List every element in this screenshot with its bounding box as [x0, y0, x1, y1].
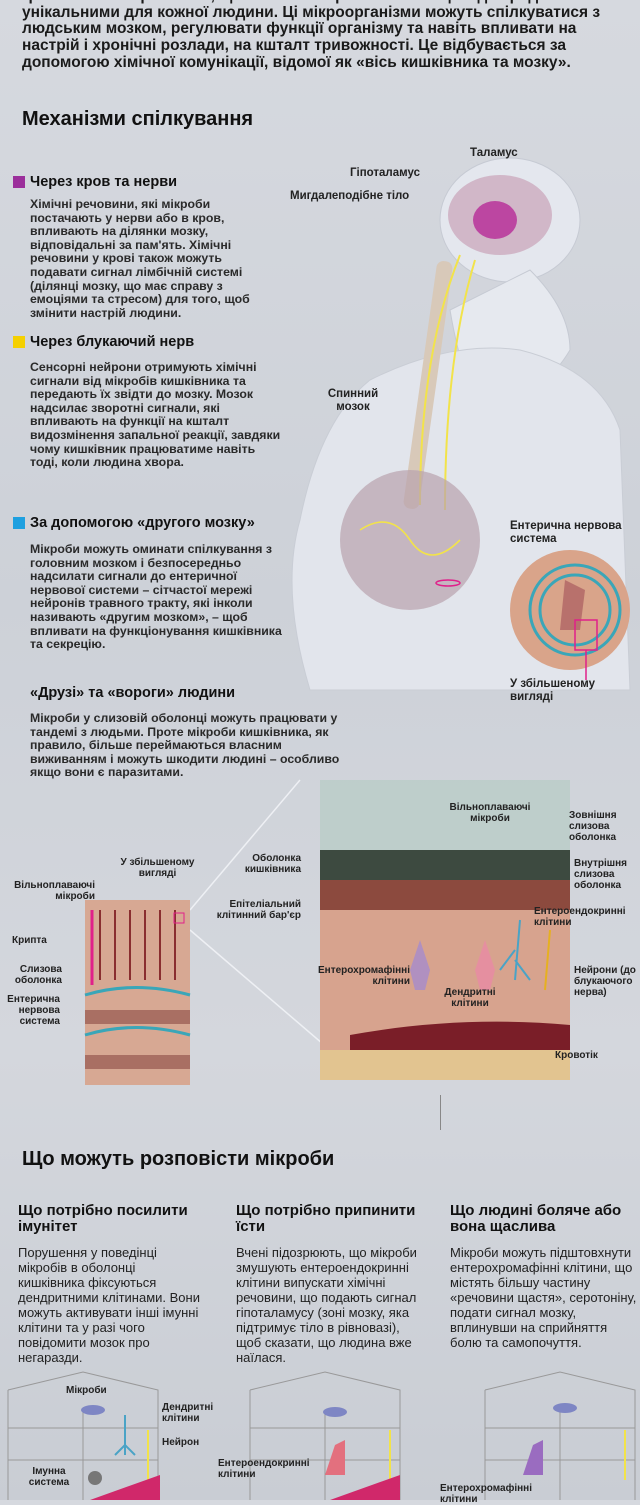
- gut-tissue-illustration: [84, 779, 570, 1085]
- mini-label-neuron: Нейрон: [162, 1437, 200, 1448]
- friends-text: Мікроби у слизовій оболонці можуть працю…: [30, 711, 340, 780]
- mechanism-3-title: За допомогою «другого мозку»: [30, 515, 255, 531]
- column-3-text: Мікроби можуть підштовхнути ентерохромаф…: [450, 1245, 637, 1350]
- intro-paragraph: грибків та найпростіших, що починають ро…: [22, 0, 619, 71]
- big-label-enterochromaffin: Ентерохромафінні клітини: [318, 965, 410, 987]
- blue-marker-icon: [13, 517, 25, 529]
- big-label-blood: Кровотік: [555, 1050, 598, 1061]
- human-body-illustration: [291, 157, 631, 691]
- mini-label-enterochromaffin: Ентерохромафінні клітини: [440, 1483, 532, 1505]
- mechanism-2-title: Через блукаючий нерв: [30, 334, 195, 350]
- mechanism-3-text: Мікроби можуть оминати спілкування з гол…: [30, 542, 282, 652]
- yellow-marker-icon: [13, 336, 25, 348]
- mini-label-microbes: Мікроби: [66, 1385, 107, 1396]
- small-label-free-microbes: Вільноплаваючі мікроби: [14, 880, 95, 902]
- label-spinal-cord: Спинний мозок: [327, 388, 379, 413]
- mini-label-enteroendocrine: Ентероендокринні клітини: [218, 1458, 310, 1480]
- big-label-free-microbes: Вільноплаваючі мікроби: [449, 802, 531, 824]
- friends-title: «Друзі» та «вороги» людини: [30, 685, 236, 701]
- big-label-gut-lining: Оболонка кишківника: [244, 853, 301, 875]
- small-label-zoomed: У збільшеному вигляді: [120, 857, 195, 879]
- small-label-enteric: Ентерична нервова система: [7, 994, 60, 1027]
- big-label-enteroendocrine: Ентероендокринні клітини: [534, 906, 626, 928]
- mechanism-2-text: Сенсорні нейрони отримують хімічні сигна…: [30, 360, 281, 470]
- column-1-text: Порушення у поведінці мікробів в оболонц…: [18, 1245, 200, 1365]
- section-title-mechanisms: Механізми спілкування: [22, 108, 254, 130]
- section-title-tell: Що можуть розповісти мікроби: [22, 1148, 335, 1170]
- mini-label-dendritic: Дендритні клітини: [162, 1402, 214, 1424]
- column-1-title: Що потрібно посилити імунітет: [18, 1202, 188, 1235]
- small-label-mucosa: Слизова оболонка: [14, 964, 62, 986]
- column-2-title: Що потрібно припинити їсти: [236, 1202, 416, 1235]
- big-label-outer-mucus: Зовнішня слизова оболонка: [569, 810, 617, 843]
- big-label-inner-mucus: Внутрішня слизова оболонка: [574, 858, 627, 891]
- label-thalamus: Таламус: [470, 147, 518, 159]
- mechanism-1-title: Через кров та нерви: [30, 174, 178, 190]
- mini-label-immune: Імунна система: [28, 1466, 70, 1488]
- label-hypothalamus: Гіпоталамус: [350, 167, 420, 179]
- mechanism-1-text: Хімічні речовини, які мікроби постачають…: [30, 197, 250, 320]
- big-label-epithelial: Епітеліальний клітинний бар'єр: [216, 899, 301, 921]
- column-3-title: Що людині боляче або вона щаслива: [450, 1202, 622, 1235]
- big-label-neurons: Нейрони (до блукаючого нерва): [574, 965, 636, 998]
- divider-line: [440, 1095, 441, 1130]
- label-enteric-system: Ентерична нервова система: [510, 520, 622, 545]
- mini-diagrams: [7, 1371, 636, 1500]
- label-zoomed-view: У збільшеному вигляді: [510, 678, 596, 703]
- purple-marker-icon: [13, 176, 25, 188]
- small-label-crypt: Крипта: [12, 935, 47, 946]
- label-amygdala: Мигдалеподібне тіло: [290, 190, 410, 202]
- column-2-text: Вчені підозрюють, що мікроби змушують ен…: [236, 1245, 417, 1365]
- big-label-dendritic: Дендритні клітини: [444, 987, 496, 1009]
